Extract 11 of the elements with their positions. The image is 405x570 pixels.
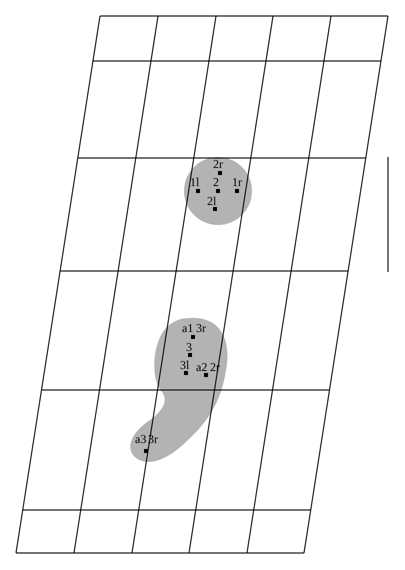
point-label: a3 [135, 433, 146, 445]
point-label: 3l [180, 359, 190, 371]
point-label: 3 [186, 341, 192, 353]
point-label: 2l [207, 195, 216, 207]
point-label: a2 [196, 361, 208, 373]
point-label: 3r [196, 322, 206, 334]
point-label: a1 [182, 322, 194, 334]
point-label: 1l [190, 176, 200, 188]
point-label: 1r [232, 176, 242, 188]
point-label: 2 [213, 176, 219, 188]
point-label: 2r [213, 158, 223, 170]
